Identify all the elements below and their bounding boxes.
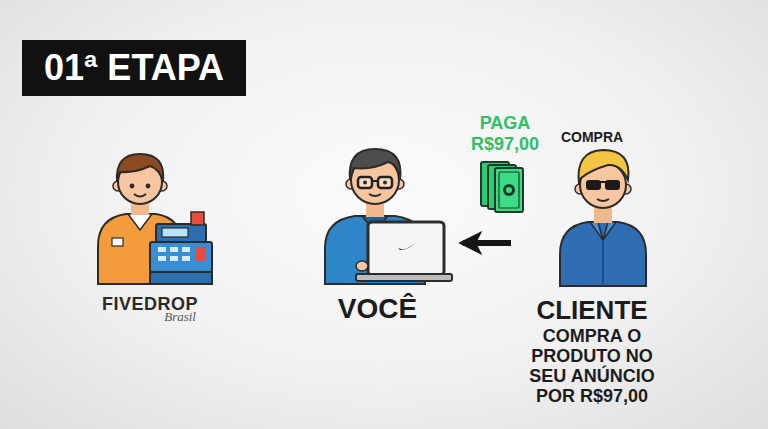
register-drawer bbox=[150, 272, 212, 284]
bill-seal bbox=[503, 184, 515, 196]
you-figure bbox=[325, 149, 452, 284]
register-key bbox=[182, 256, 190, 261]
cashier-hair bbox=[117, 154, 163, 182]
register-body bbox=[150, 242, 212, 272]
you-glasses-bridge bbox=[372, 180, 378, 182]
client-placket bbox=[602, 240, 604, 286]
payment-label: PAGA R$97,00 bbox=[459, 113, 551, 155]
register-button bbox=[196, 247, 206, 261]
register-key bbox=[170, 256, 178, 261]
title-band: 01ª ETAPA bbox=[22, 40, 246, 96]
register-key bbox=[158, 256, 166, 261]
register-key bbox=[182, 247, 190, 252]
you-glasses bbox=[378, 177, 392, 188]
cashier-collar bbox=[128, 214, 152, 230]
actor-client: COMPRA CLIENTECOMPRA O PRODUTO NO SEU ANÚ… bbox=[517, 128, 667, 406]
cashier-figure bbox=[98, 154, 212, 284]
actor-name: VOCÊ bbox=[338, 294, 417, 324]
register-receipt bbox=[191, 212, 204, 225]
client-figure bbox=[560, 150, 646, 286]
you-hair bbox=[350, 149, 401, 180]
register-screen bbox=[162, 228, 188, 237]
client-collar bbox=[590, 222, 616, 240]
you-eye bbox=[383, 181, 387, 185]
client-hair bbox=[579, 150, 629, 184]
cashier-badge bbox=[112, 238, 123, 246]
bill-seal-inner bbox=[506, 187, 512, 193]
actor-you: VOCÊ bbox=[310, 140, 445, 324]
register-key bbox=[170, 247, 178, 252]
brand-tagline: Brasil bbox=[164, 309, 196, 324]
laptop-logo bbox=[398, 242, 416, 250]
you-mouth bbox=[369, 194, 381, 196]
cashier-eye bbox=[146, 184, 151, 189]
bill bbox=[495, 168, 523, 212]
you-hand bbox=[356, 261, 368, 271]
flow-arrow bbox=[463, 240, 511, 246]
register-top bbox=[156, 224, 206, 242]
client-mouth bbox=[597, 199, 609, 201]
actor-name: CLIENTE bbox=[536, 296, 647, 324]
client-sunglasses-bridge bbox=[600, 181, 606, 183]
register-key bbox=[158, 247, 166, 252]
client-sunglasses bbox=[605, 180, 620, 190]
cashier-eye bbox=[130, 184, 135, 189]
action-label: COMPRA bbox=[561, 128, 623, 146]
laptop-screen bbox=[368, 222, 444, 275]
brand-logo: FIVEDROPBrasil bbox=[90, 140, 210, 324]
you-glasses bbox=[358, 177, 372, 188]
laptop-base bbox=[356, 274, 452, 281]
you-eye bbox=[363, 181, 367, 185]
bill-border bbox=[499, 172, 519, 208]
money-icon bbox=[481, 162, 523, 212]
cashier-mouth bbox=[134, 194, 146, 197]
client-shirt bbox=[560, 222, 646, 286]
action-description: COMPRA O PRODUTO NO SEU ANÚNCIO POR R$97… bbox=[523, 326, 661, 406]
client-sunglasses bbox=[586, 180, 601, 190]
